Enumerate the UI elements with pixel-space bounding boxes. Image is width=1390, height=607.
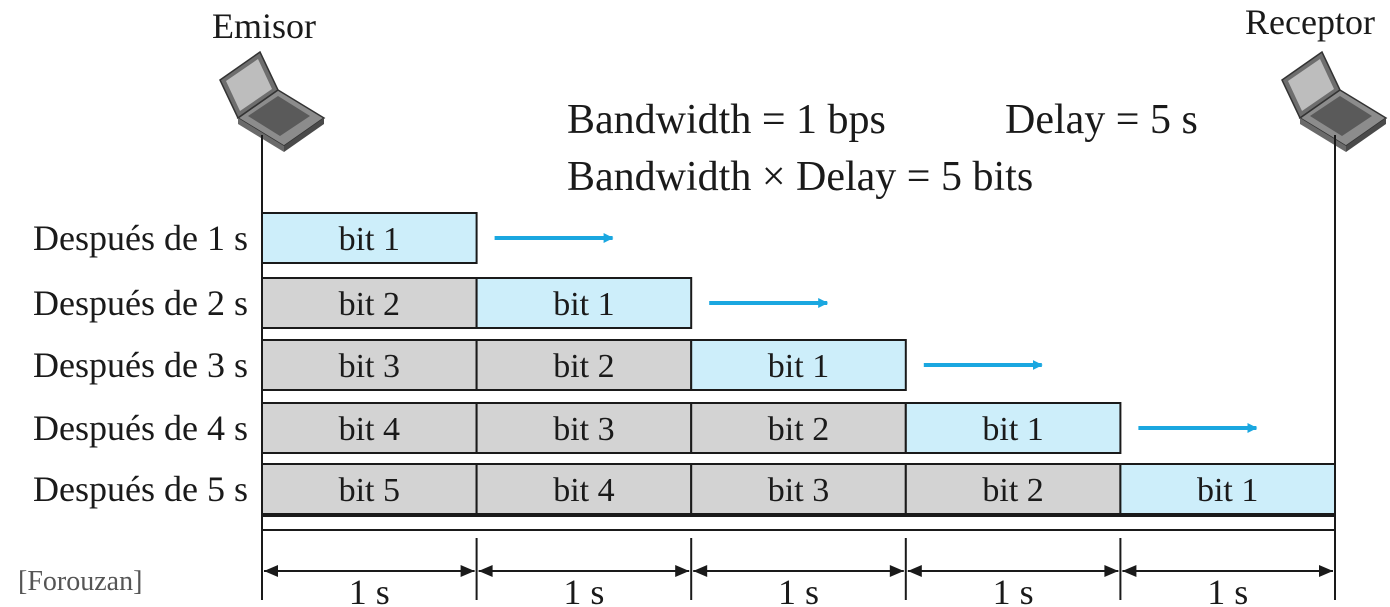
arrowhead-left-icon <box>264 565 278 577</box>
rows-layer: Después de 1 s bit 1 Después de 2 s bit 2 bi… <box>33 212 1337 515</box>
arrowhead-right-icon <box>460 565 475 577</box>
row-label: Después de 4 s <box>33 408 248 448</box>
interval-label: 1 s <box>349 572 390 607</box>
interval-4: 1 s <box>907 538 1122 607</box>
bit-label: bit 1 <box>768 348 829 385</box>
leading-bit-cell <box>1119 463 1337 515</box>
bit-label: bit 2 <box>982 472 1043 509</box>
bit-label: bit 3 <box>553 411 614 448</box>
bit-label: bit 2 <box>768 411 829 448</box>
interval-label: 1 s <box>993 572 1034 607</box>
sender-laptop-icon <box>219 50 326 152</box>
arrowhead-left-icon <box>1122 565 1137 577</box>
interval-3: 1 s <box>693 538 907 607</box>
bit-label: bit 3 <box>768 472 829 509</box>
bit-cell <box>690 402 907 454</box>
bit-label: bit 2 <box>339 286 400 323</box>
bit-label: bit 2 <box>553 348 614 385</box>
bit-label: bit 5 <box>339 472 400 509</box>
leading-bit-cell <box>904 402 1122 454</box>
bandwidth-text: Bandwidth = 1 bps <box>567 97 886 143</box>
arrowhead-left-icon <box>478 565 493 577</box>
interval-2: 1 s <box>478 538 693 607</box>
bit-cell <box>475 402 693 454</box>
arrowhead-left-icon <box>693 565 708 577</box>
bit-cell <box>690 463 907 515</box>
interval-label: 1 s <box>1207 572 1248 607</box>
link-bottom-bar <box>261 515 1336 531</box>
row-5: Después de 5 s bit 5 bit 4 bit 3 bit 2 bit 1 <box>33 463 1337 515</box>
bit-label: bit 1 <box>982 411 1043 448</box>
interval-5: 1 s <box>1122 538 1336 607</box>
row-label: Después de 3 s <box>33 345 248 385</box>
bit-label: bit 3 <box>339 348 400 385</box>
interval-label: 1 s <box>778 572 819 607</box>
bit-cell <box>475 463 693 515</box>
sender-label: Emisor <box>212 6 316 46</box>
product-text: Bandwidth × Delay = 5 bits <box>567 154 1033 200</box>
bit-cell <box>261 277 478 329</box>
row-3: Después de 3 s bit 3 bit 2 bit 1 <box>33 339 1043 391</box>
arrowhead-right-icon <box>675 565 690 577</box>
intervals-layer: 1 s 1 s 1 s 1 s 1 s <box>261 538 1336 607</box>
row-4: Después de 4 s bit 4 bit 3 bit 2 bit 1 <box>33 402 1258 454</box>
arrowhead-right-icon <box>1319 565 1333 577</box>
row-2: Después de 2 s bit 2 bit 1 <box>33 277 829 329</box>
interval-1: 1 s <box>264 538 478 607</box>
bit-label: bit 1 <box>1197 472 1258 509</box>
arrowhead-right-icon <box>889 565 904 577</box>
bit-label: bit 1 <box>553 286 614 323</box>
row-label: Después de 2 s <box>33 283 248 323</box>
leading-bit-cell <box>475 277 693 329</box>
bit-cell <box>904 463 1122 515</box>
receiver-laptop-icon <box>1281 50 1388 152</box>
leading-bit-cell <box>261 212 478 264</box>
interval-label: 1 s <box>563 572 604 607</box>
leading-bit-cell <box>690 339 907 391</box>
bit-label: bit 4 <box>339 411 400 448</box>
delay-text: Delay = 5 s <box>1005 97 1198 143</box>
receiver-label: Receptor <box>1245 2 1375 42</box>
citation: [Forouzan] <box>18 566 142 597</box>
row-label: Después de 1 s <box>33 218 248 258</box>
arrowhead-right-icon <box>1104 565 1119 577</box>
bit-label: bit 4 <box>553 472 614 509</box>
arrowhead-left-icon <box>907 565 922 577</box>
bit-label: bit 1 <box>339 221 400 258</box>
row-label: Después de 5 s <box>33 469 248 509</box>
row-1: Después de 1 s bit 1 <box>33 212 614 264</box>
